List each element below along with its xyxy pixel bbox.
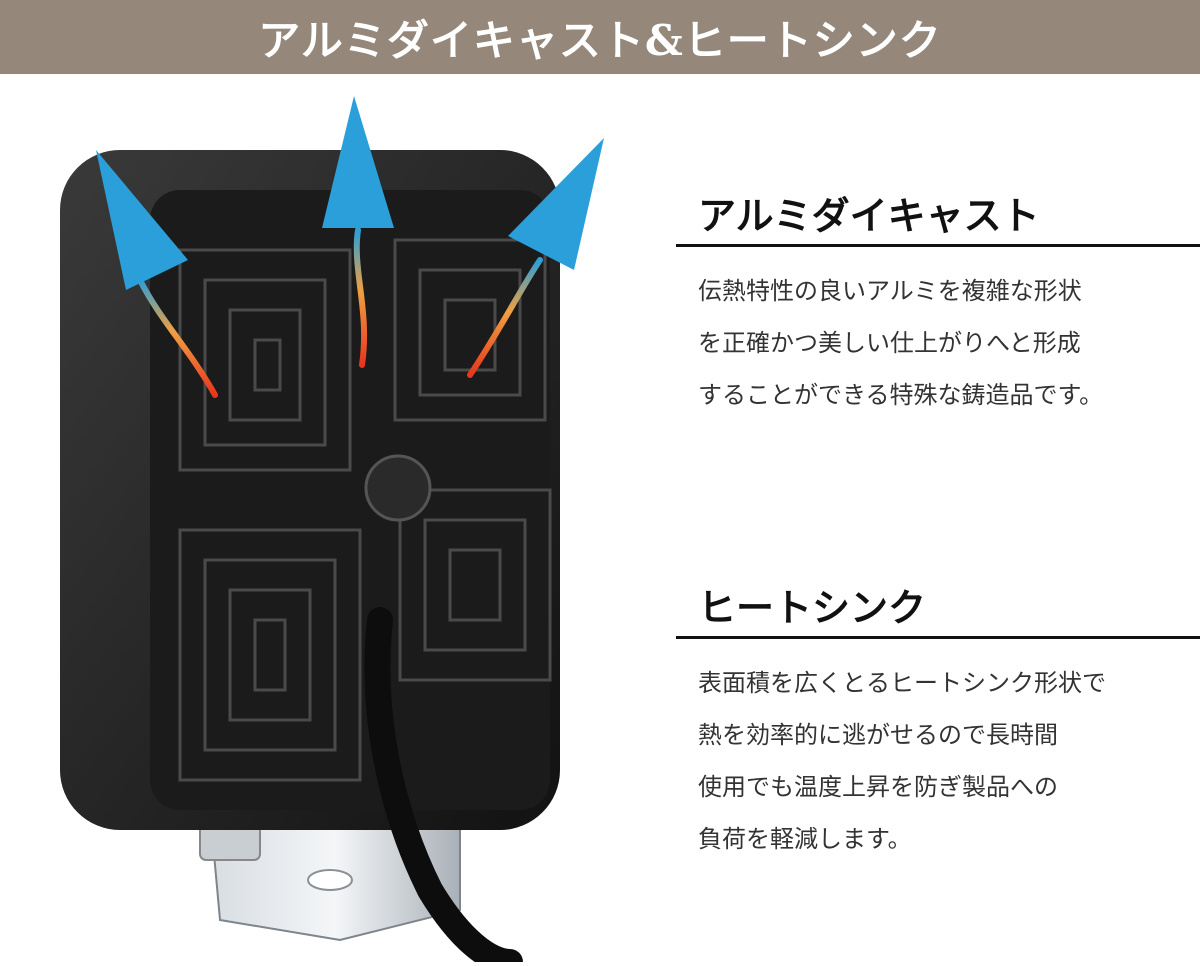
section-body: 表面積を広くとるヒートシンク形状で 熱を効率的に逃がせるので長時間 使用でも温度… [698, 669, 1106, 853]
section-title: ヒートシンク [698, 585, 927, 630]
work-light-illustration [60, 96, 604, 966]
section-divider [676, 244, 1200, 247]
section-title: アルミダイキャスト [698, 193, 1040, 238]
product-image [40, 90, 640, 966]
heat-flow-arrows [96, 96, 604, 398]
section-divider [676, 636, 1200, 639]
power-cable [364, 607, 523, 966]
light-housing [60, 150, 560, 830]
section-body: 伝熱特性の良いアルミを複雑な形状 を正確かつ美しい仕上がりへと形成 することがで… [698, 277, 1104, 409]
section-heatsink: ヒートシンク 表面積を広くとるヒートシンク形状で 熱を効率的に逃がせるので長時間… [676, 582, 1200, 865]
section-aluminum-diecast: アルミダイキャスト 伝熱特性の良いアルミを複雑な形状 を正確かつ美しい仕上がりへ… [676, 190, 1200, 421]
header-banner: アルミダイキャスト&ヒートシンク [0, 0, 1200, 74]
banner-title: アルミダイキャスト&ヒートシンク [258, 15, 942, 65]
